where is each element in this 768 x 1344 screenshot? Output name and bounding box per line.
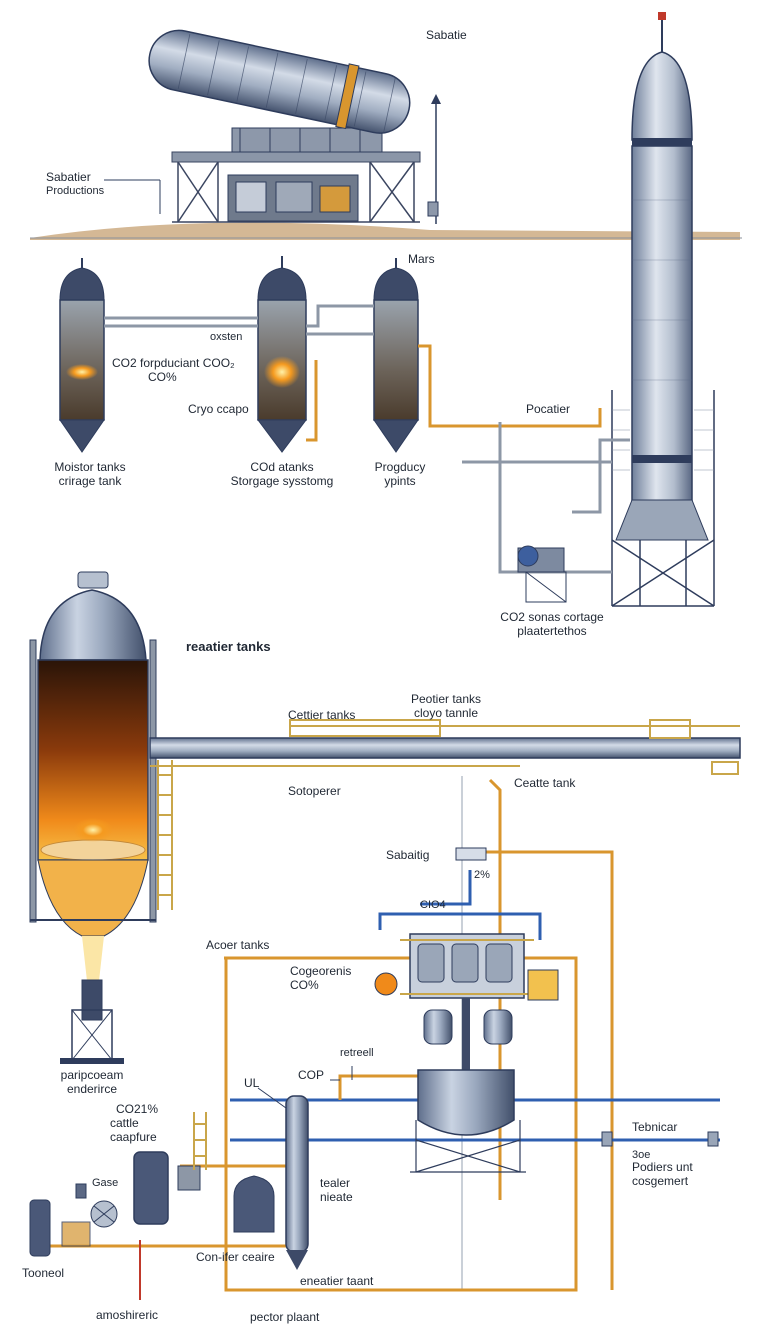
label-pocatier: Pocatier xyxy=(526,402,571,416)
label-tooneol: Tooneol xyxy=(22,1266,65,1280)
label-co2-capture: caapfure xyxy=(110,1130,157,1144)
label-tank1-name: Moistor tanks xyxy=(54,460,126,474)
distillation-column xyxy=(285,1095,309,1270)
label-tealer: tealer xyxy=(320,1176,351,1190)
label-cop: COP xyxy=(298,1068,325,1082)
label-pariporean-sub: enderirce xyxy=(66,1082,118,1096)
reactor-base xyxy=(60,979,124,1064)
label-co2-capture-pct: CO21% xyxy=(116,1102,159,1116)
label-pariporean: paripcoeam xyxy=(60,1068,124,1082)
label-co2-storage-sub: plaatertethos xyxy=(517,624,587,638)
platform-deck xyxy=(171,151,421,163)
storage-tank-3 xyxy=(373,258,419,453)
label-tank3-sub: ypints xyxy=(384,474,416,488)
label-cogeorenis: Cogeorenis xyxy=(290,964,352,978)
label-peotier-tanks: Peotier tanks xyxy=(410,692,482,706)
label-peotier-sub: cloyo tannle xyxy=(413,706,479,720)
label-pct: 2% xyxy=(474,869,490,881)
rocket-body xyxy=(631,145,693,527)
label-tank3-name: Progducy xyxy=(374,460,426,474)
label-cio4: CIO4 xyxy=(420,899,446,911)
label-co2-producant-pct: CO% xyxy=(148,370,177,384)
right-connector xyxy=(455,847,719,1147)
storage-tank-2 xyxy=(257,256,307,453)
label-co2-capture-cattle: cattle xyxy=(110,1116,139,1130)
label-ceatte-tank: Ceatte tank xyxy=(514,776,576,790)
label-co2-producant: CO2 forpduciant COO₂ xyxy=(112,356,235,370)
co2-capture-unit xyxy=(29,1112,207,1257)
sabatier-reactor-unit xyxy=(374,933,559,1173)
label-retreell: retreell xyxy=(340,1047,374,1059)
label-productions: Productions xyxy=(46,185,105,197)
launch-tower xyxy=(611,390,715,607)
label-tank2-name: COd atanks xyxy=(250,460,314,474)
ground-strip xyxy=(30,222,740,240)
label-oxygen: oxsten xyxy=(210,331,243,343)
label-sabatier-prod: Sabatier xyxy=(46,170,91,184)
platform-truss xyxy=(172,161,420,223)
leader-lines xyxy=(257,1066,353,1109)
co2-storage-pump xyxy=(517,545,567,603)
middle-piping xyxy=(104,304,630,574)
label-gase: Gase xyxy=(92,1177,119,1189)
label-sabatier-top: Sabatie xyxy=(426,28,467,42)
label-podiers: Podiers unt xyxy=(632,1160,693,1174)
label-co2-storage: CO2 sonas cortage xyxy=(500,610,604,624)
label-cryo: Cryo ccapo xyxy=(188,402,249,416)
rocket xyxy=(611,12,715,607)
label-tank2-sub: Storgage sysstomg xyxy=(230,474,334,488)
label-podiers-sub: cosgemert xyxy=(632,1174,689,1188)
label-acoer-tanks: Acoer tanks xyxy=(206,938,270,952)
label-eneatier: eneatier taant xyxy=(300,1274,374,1288)
pipe-rack xyxy=(149,719,741,775)
label-tank1-sub: crirage tank xyxy=(58,474,122,488)
label-pector: pector plaant xyxy=(250,1310,320,1324)
reactor-tank xyxy=(29,571,157,990)
small-tank xyxy=(233,1175,275,1233)
label-ul: UL xyxy=(244,1076,260,1090)
label-cogeorenis-pct: CO% xyxy=(290,978,319,992)
label-conifer: Con-ifer ceaire xyxy=(196,1250,275,1264)
storage-tank-1 xyxy=(59,258,105,453)
label-soe: 3oe xyxy=(632,1149,651,1161)
sabatier-reactor-cylinder xyxy=(148,29,411,134)
label-cettier-tanks: Cettier tanks xyxy=(288,708,356,722)
sabatier-facility xyxy=(30,29,742,240)
orange-valve xyxy=(374,972,398,996)
label-sotoperer: Sotoperer xyxy=(288,784,341,798)
label-tealer-sub: nieate xyxy=(320,1190,353,1204)
label-technicar: Tebnicar xyxy=(632,1120,678,1134)
label-reatier-tanks: reaatier tanks xyxy=(186,639,271,654)
ladder xyxy=(157,760,173,910)
label-amoshireic: amoshireric xyxy=(96,1308,159,1322)
label-sabaitig: Sabaitig xyxy=(386,848,430,862)
label-mars: Mars xyxy=(408,252,435,266)
